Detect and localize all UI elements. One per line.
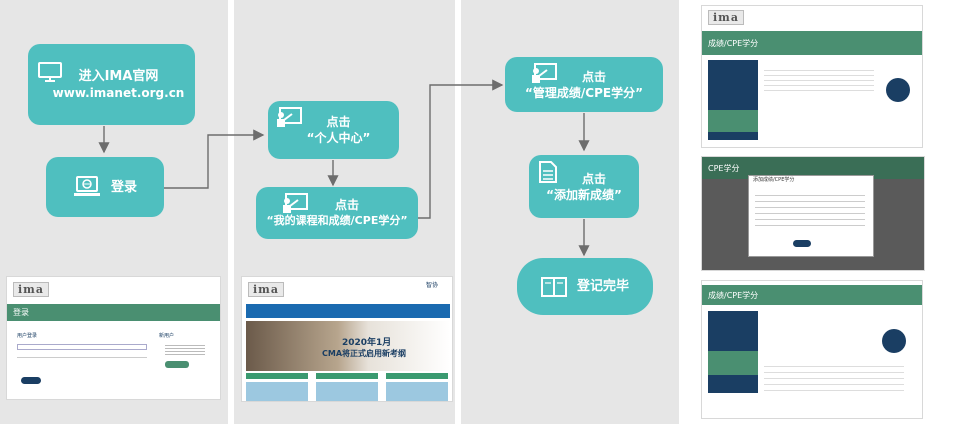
my-courses-line2: “我的课程和成绩/CPE学分” xyxy=(266,214,408,227)
username-field-image xyxy=(17,344,147,350)
score-header-bar: 成绩/CPE学分 xyxy=(702,31,922,55)
home-nav-bar xyxy=(246,304,450,318)
presentation-icon xyxy=(276,107,302,127)
login-header-bar: 登录 xyxy=(7,304,220,321)
ima-logo: ima xyxy=(13,282,49,297)
manage-scores-line2: “管理成绩/CPE学分” xyxy=(525,85,643,100)
step-add-score: 点击 “添加新成绩” xyxy=(529,155,639,218)
new-user-title: 新用户 xyxy=(159,333,175,339)
home-banner: 2020年1月 CMA将正式启用新考纲 xyxy=(246,321,450,371)
step-register-done: 登记完毕 xyxy=(517,258,653,315)
login-page-screenshot: ima 登录 用户登录 新用户 xyxy=(6,276,221,400)
score-page-3-screenshot: 成绩/CPE学分 xyxy=(701,280,923,419)
home-section-bars xyxy=(246,373,450,379)
manage-scores-line1: 点击 xyxy=(581,69,606,84)
new-user-list-image xyxy=(165,343,205,357)
modal-fields-image xyxy=(755,190,865,230)
my-courses-line1: 点击 xyxy=(334,198,359,212)
ima-logo: ima xyxy=(248,282,284,297)
home-nav-label: 智协 xyxy=(426,282,439,289)
visit-url: www.imanet.org.cn xyxy=(52,85,185,100)
score-3-header-bar: 成绩/CPE学分 xyxy=(702,285,922,305)
step-personal-center: 点击 “个人中心” xyxy=(268,101,399,159)
banner-year: 2020年1月 xyxy=(342,338,392,348)
score-3-sidebar-active xyxy=(708,351,758,375)
step-manage-scores: 点击 “管理成绩/CPE学分” xyxy=(505,57,663,112)
modal-title: 添加成绩/CPE学分 xyxy=(753,177,795,183)
step-my-courses: 点击 “我的课程和成绩/CPE学分” xyxy=(256,187,418,239)
step-visit-website: 进入IMA官网 www.imanet.org.cn xyxy=(28,44,195,125)
banner-text: CMA将正式启用新考纲 xyxy=(322,349,407,358)
laptop-globe-icon xyxy=(73,176,101,198)
register-done-label: 登记完毕 xyxy=(576,279,629,294)
home-page-screenshot: ima 智协 2020年1月 CMA将正式启用新考纲 xyxy=(241,276,453,402)
document-icon xyxy=(539,161,557,183)
password-field-image xyxy=(17,357,147,358)
presentation-icon xyxy=(531,63,557,83)
score-3-header-text: 成绩/CPE学分 xyxy=(708,290,759,300)
personal-center-line1: 点击 xyxy=(326,115,351,129)
modal-image: 添加成绩/CPE学分 xyxy=(748,175,874,257)
user-login-title: 用户登录 xyxy=(17,333,38,339)
add-score-line2: “添加新成绩” xyxy=(546,187,622,202)
login-header-text: 登录 xyxy=(13,308,29,317)
score-page-1-screenshot: ima 成绩/CPE学分 xyxy=(701,5,923,148)
score-header-text: 成绩/CPE学分 xyxy=(708,38,759,48)
score-circle-image xyxy=(886,78,910,102)
score-sidebar-active xyxy=(708,110,758,132)
personal-center-line2: “个人中心” xyxy=(306,131,371,145)
score-3-list-image xyxy=(764,361,904,391)
ima-logo: ima xyxy=(708,10,744,25)
step-login: 登录 xyxy=(46,157,164,217)
book-icon xyxy=(540,276,567,297)
add-score-line1: 点击 xyxy=(581,171,606,186)
monitor-icon xyxy=(38,62,62,82)
register-button-image xyxy=(165,361,189,368)
presentation-icon xyxy=(282,193,308,213)
visit-title: 进入IMA官网 xyxy=(78,68,159,84)
score-3-circle-image xyxy=(882,329,906,353)
cpe-header-text: CPE学分 xyxy=(708,163,740,173)
score-form-image xyxy=(764,66,874,94)
cpe-header-bar: CPE学分 xyxy=(702,157,924,179)
home-section-images xyxy=(246,382,450,401)
modal-submit-image xyxy=(793,240,811,247)
score-page-2-screenshot: CPE学分 添加成绩/CPE学分 xyxy=(701,156,925,271)
login-label: 登录 xyxy=(110,179,137,195)
login-button-image xyxy=(21,377,41,384)
